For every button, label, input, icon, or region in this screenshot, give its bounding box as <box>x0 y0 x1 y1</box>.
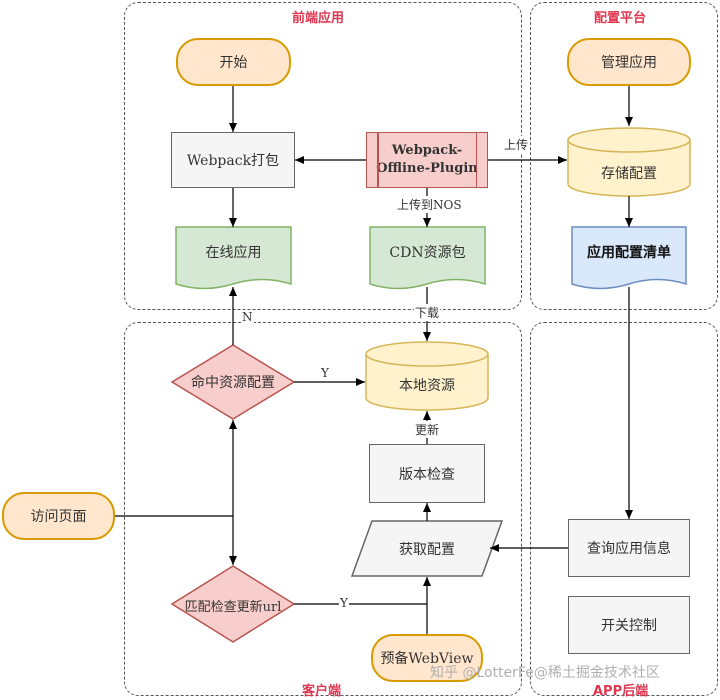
edge-label-update: 更新 <box>414 421 441 438</box>
local-resource-cylinder <box>365 341 489 411</box>
app-config-list-label: 应用配置清单 <box>587 245 671 261</box>
query-app-info-node: 查询应用信息 <box>568 519 690 577</box>
storage-config-label: 存储配置 <box>601 166 657 182</box>
client-region-title: 客户端 <box>302 684 342 699</box>
app-config-list-shape <box>571 226 687 290</box>
local-resource-label: 本地资源 <box>399 378 455 394</box>
edge-label-download: 下载 <box>414 304 441 321</box>
switch-control-label: 开关控制 <box>601 618 657 634</box>
online-app-label: 在线应用 <box>205 245 262 261</box>
storage-config-cylinder <box>567 127 691 197</box>
get-config-parallelogram <box>350 520 504 577</box>
get-config-label: 获取配置 <box>399 542 455 558</box>
switch-control-node: 开关控制 <box>568 596 690 654</box>
version-check-label: 版本检查 <box>399 466 455 483</box>
plugin-label-line2: Offline-Plugin <box>376 161 478 176</box>
start-node: 开始 <box>176 38 291 86</box>
edge-label-upload: 上传 <box>503 136 530 153</box>
hit-resource-config-diamond <box>170 344 296 420</box>
edge-label-upload-to-nos: 上传到NOS <box>396 196 463 213</box>
client-region <box>124 322 522 696</box>
edge-label-no: N <box>241 310 254 324</box>
cdn-package-label: CDN资源包 <box>389 245 466 261</box>
frontend-region-title: 前端应用 <box>292 11 345 26</box>
query-app-info-label: 查询应用信息 <box>587 541 671 557</box>
match-check-update-diamond <box>170 565 296 643</box>
manage-app-node: 管理应用 <box>567 38 691 86</box>
webpack-build-label: Webpack打包 <box>186 153 280 169</box>
plugin-label-line1: Webpack- <box>391 143 463 158</box>
config-platform-region <box>530 2 718 310</box>
watermark-text: 知乎 @LotterFe@稀土掘金技术社区 <box>430 665 660 681</box>
online-app-shape <box>175 226 292 290</box>
cdn-package-shape <box>369 226 486 290</box>
app-backend-region-title: APP后端 <box>593 684 649 699</box>
edge-label-yes-local: Y <box>320 366 330 380</box>
app-backend-region <box>530 322 718 696</box>
frontend-region <box>124 2 522 310</box>
prepare-webview-node: 预备WebView <box>371 634 483 682</box>
edge-match-to-getconfig <box>294 577 431 605</box>
hit-resource-config-label: 命中资源配置 <box>191 375 275 391</box>
webpack-build-node: Webpack打包 <box>171 132 295 188</box>
config-platform-region-title: 配置平台 <box>594 11 647 26</box>
visit-page-node: 访问页面 <box>2 492 115 540</box>
webpack-offline-plugin-node: Webpack- Offline-Plugin <box>366 132 488 188</box>
version-check-node: 版本检查 <box>369 444 485 503</box>
match-check-update-label: 匹配检查更新url <box>184 599 282 615</box>
edge-label-yes-match: Y <box>339 596 349 610</box>
